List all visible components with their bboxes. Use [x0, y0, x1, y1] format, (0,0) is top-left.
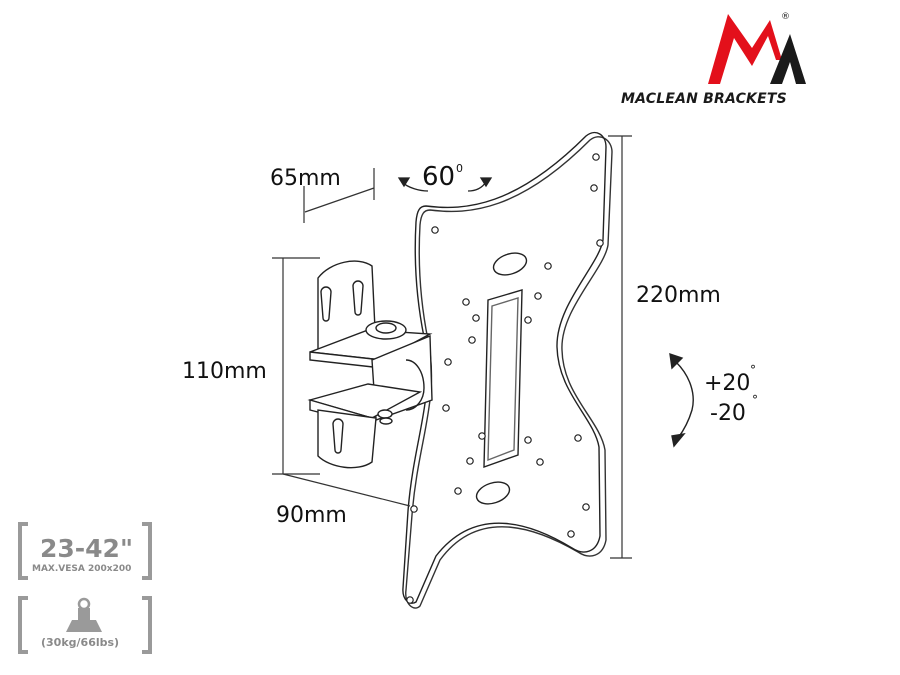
- tilt-arrow: [669, 352, 694, 448]
- registered-mark: ®: [781, 12, 790, 22]
- logo-red-m: [708, 14, 782, 84]
- wall-bracket: [307, 260, 433, 469]
- oval-hole-bottom: [475, 481, 511, 505]
- maclean-logo: ® MACLEAN BRACKETS: [621, 12, 806, 107]
- screen-size-range: 23-42": [40, 534, 133, 563]
- oval-hole-top: [492, 252, 528, 276]
- wall-plate-width-label: 90mm: [276, 503, 347, 528]
- swivel-degree: 0: [456, 162, 463, 175]
- pivot-top: [365, 320, 407, 340]
- brand-name: MACLEAN BRACKETS: [621, 91, 787, 107]
- wall-plate-height-label: 110mm: [182, 359, 267, 384]
- screen-size-badge: [18, 522, 152, 580]
- depth-label: 65mm: [270, 166, 341, 191]
- tilt-up-label: +20: [704, 371, 750, 396]
- vesa-max: MAX.VESA 200x200: [32, 564, 131, 574]
- dimension-lines: [272, 135, 632, 559]
- height-label: 220mm: [636, 283, 721, 308]
- tv-mounting-plate: [402, 131, 613, 609]
- weight-icon: [66, 597, 102, 632]
- tilt-up-degree: °: [750, 363, 756, 377]
- tilt-down-label: -20: [710, 401, 746, 426]
- swivel-label: 60: [422, 162, 455, 192]
- logo-black-stroke: [770, 34, 806, 84]
- load-capacity: (30kg/66lbs): [41, 636, 119, 649]
- load-capacity-badge: [18, 596, 152, 654]
- tilt-down-degree: °: [752, 393, 758, 407]
- swivel-arrow: [397, 177, 493, 192]
